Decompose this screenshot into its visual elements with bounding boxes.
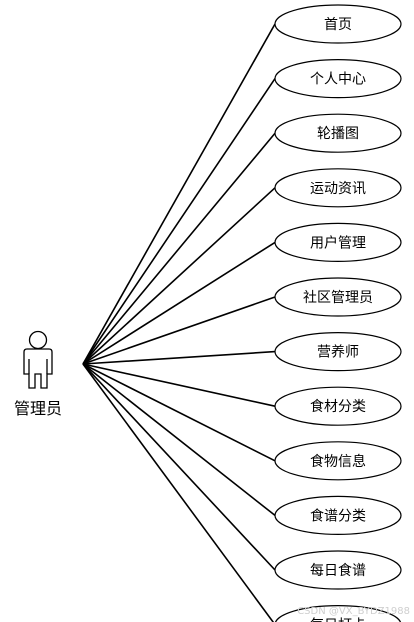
association-line [82,187,276,365]
use-case-ellipse [274,168,402,208]
use-case-ellipse [274,441,402,481]
use-case-label: 食材分类 [310,398,366,415]
actor-body [23,348,53,389]
use-case-label: 社区管理员 [303,290,373,306]
use-case-ellipse [274,113,402,153]
use-case-ellipse [274,4,402,44]
use-case-list: 首页个人中心轮播图运动资讯用户管理社区管理员营养师食材分类食物信息食谱分类每日食… [274,4,402,622]
association-line [82,241,276,365]
association-line [82,78,276,365]
association-line [82,132,276,365]
use-case-ellipse [274,332,402,372]
use-case-label: 用户管理 [310,234,366,251]
association-line [82,296,276,365]
actor-head [28,330,48,350]
association-line [82,363,276,571]
use-case-ellipse [274,386,402,426]
use-case-ellipse [274,277,402,317]
use-case-ellipse [274,58,402,99]
association-line [82,363,275,622]
actor-name: 管理员 [14,399,62,418]
use-case-label: 首页 [324,17,352,33]
watermark: CSDN @VX_BYDZ1988 [297,606,410,617]
use-case-label: 运动资讯 [310,181,366,197]
association-line [82,363,276,517]
association-line [82,350,276,365]
use-case-label: 食谱分类 [310,507,366,524]
use-case-ellipse [274,495,402,536]
use-case-label: 营养师 [317,345,359,361]
association-lines [82,23,276,622]
association-line [82,363,276,407]
use-case-label: 每日食谱 [310,562,366,579]
use-case-ellipse [274,605,402,622]
use-case-ellipse [274,550,402,590]
use-case-label: 轮播图 [317,126,359,142]
actor-figure [23,330,53,389]
use-case-label: 食物信息 [310,453,366,470]
use-case-label: 每日打卡 [310,617,366,622]
use-case-ellipse [274,222,402,262]
association-line [82,23,276,365]
use-case-label: 个人中心 [310,72,366,88]
association-line [82,363,276,462]
